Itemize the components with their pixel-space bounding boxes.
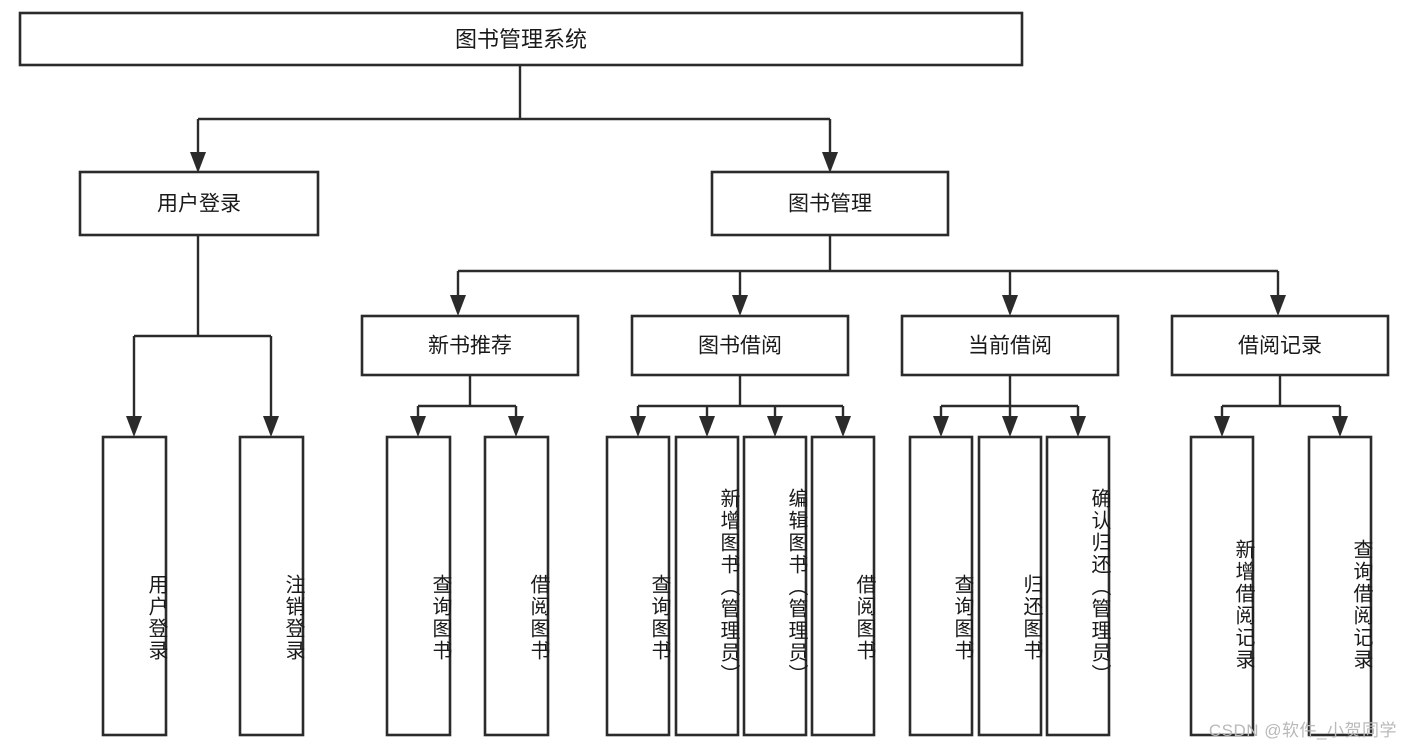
arrow-book-borrow-child-2 bbox=[699, 416, 715, 437]
node-book-management[interactable]: 图书管理 bbox=[710, 170, 950, 237]
node-root-label: 图书管理系统 bbox=[455, 27, 587, 52]
arrow-user-login-child-1 bbox=[126, 416, 142, 437]
node-book-borrow-label: 图书借阅 bbox=[698, 335, 782, 358]
arrow-user-login-child-2 bbox=[263, 416, 279, 437]
node-leaf-book-borrow-2[interactable] bbox=[674, 435, 740, 737]
node-leaf-borrow-record-1[interactable] bbox=[1189, 435, 1255, 737]
arrow-new-book-child-2 bbox=[508, 416, 524, 437]
node-current-borrow-label: 当前借阅 bbox=[968, 335, 1052, 358]
csdn-watermark: CSDN @软件_小贺同学 bbox=[1208, 721, 1397, 740]
arrow-root-to-user-login bbox=[190, 152, 206, 173]
node-leaf-current-borrow-1[interactable] bbox=[908, 435, 974, 737]
node-leaf-book-borrow-4[interactable] bbox=[810, 435, 876, 737]
node-book-borrow[interactable]: 图书借阅 bbox=[630, 314, 850, 377]
node-new-book-recommend[interactable]: 新书推荐 bbox=[360, 314, 580, 377]
node-leaf-book-borrow-1[interactable] bbox=[605, 435, 671, 737]
arrow-current-borrow-child-1 bbox=[933, 416, 949, 437]
node-root[interactable]: 图书管理系统 bbox=[18, 11, 1024, 67]
node-user-login-label: 用户登录 bbox=[157, 193, 241, 216]
arrow-book-borrow-child-3 bbox=[767, 416, 783, 437]
node-leaf-new-book-2[interactable] bbox=[483, 435, 550, 737]
arrow-current-borrow-child-2 bbox=[1002, 416, 1018, 437]
arrow-borrow-record-child-1 bbox=[1214, 416, 1230, 437]
node-leaf-user-login-1[interactable] bbox=[101, 435, 168, 737]
node-borrow-record-label: 借阅记录 bbox=[1238, 335, 1322, 358]
node-leaf-user-login-2[interactable] bbox=[238, 435, 305, 737]
node-leaf-current-borrow-3[interactable] bbox=[1045, 435, 1111, 737]
node-new-book-recommend-label: 新书推荐 bbox=[428, 335, 512, 358]
arrow-book-borrow-child-4 bbox=[835, 416, 851, 437]
node-current-borrow[interactable]: 当前借阅 bbox=[900, 314, 1120, 377]
arrow-book-borrow-child-1 bbox=[630, 416, 646, 437]
node-user-login[interactable]: 用户登录 bbox=[78, 170, 320, 237]
node-leaf-book-borrow-3[interactable] bbox=[742, 435, 808, 737]
edges-layer bbox=[126, 65, 1348, 437]
arrow-new-book-child-1 bbox=[410, 416, 426, 437]
node-leaf-borrow-record-2[interactable] bbox=[1307, 435, 1373, 737]
arrow-root-to-book-mgmt bbox=[822, 152, 838, 173]
node-book-management-label: 图书管理 bbox=[788, 193, 872, 216]
arrow-current-borrow-child-3 bbox=[1070, 416, 1086, 437]
arrow-book-mgmt-child-1 bbox=[450, 295, 466, 316]
arrow-borrow-record-child-2 bbox=[1332, 416, 1348, 437]
arrow-book-mgmt-child-2 bbox=[732, 295, 748, 316]
arrow-book-mgmt-child-4 bbox=[1270, 295, 1286, 316]
node-leaf-current-borrow-2[interactable] bbox=[977, 435, 1043, 737]
arrow-book-mgmt-child-3 bbox=[1002, 295, 1018, 316]
node-leaf-new-book-1[interactable] bbox=[385, 435, 452, 737]
node-borrow-record[interactable]: 借阅记录 bbox=[1170, 314, 1390, 377]
nodes-layer: 图书管理系统 用户登录 图书管理 新书推荐 图书借阅 当前 bbox=[18, 11, 1390, 737]
